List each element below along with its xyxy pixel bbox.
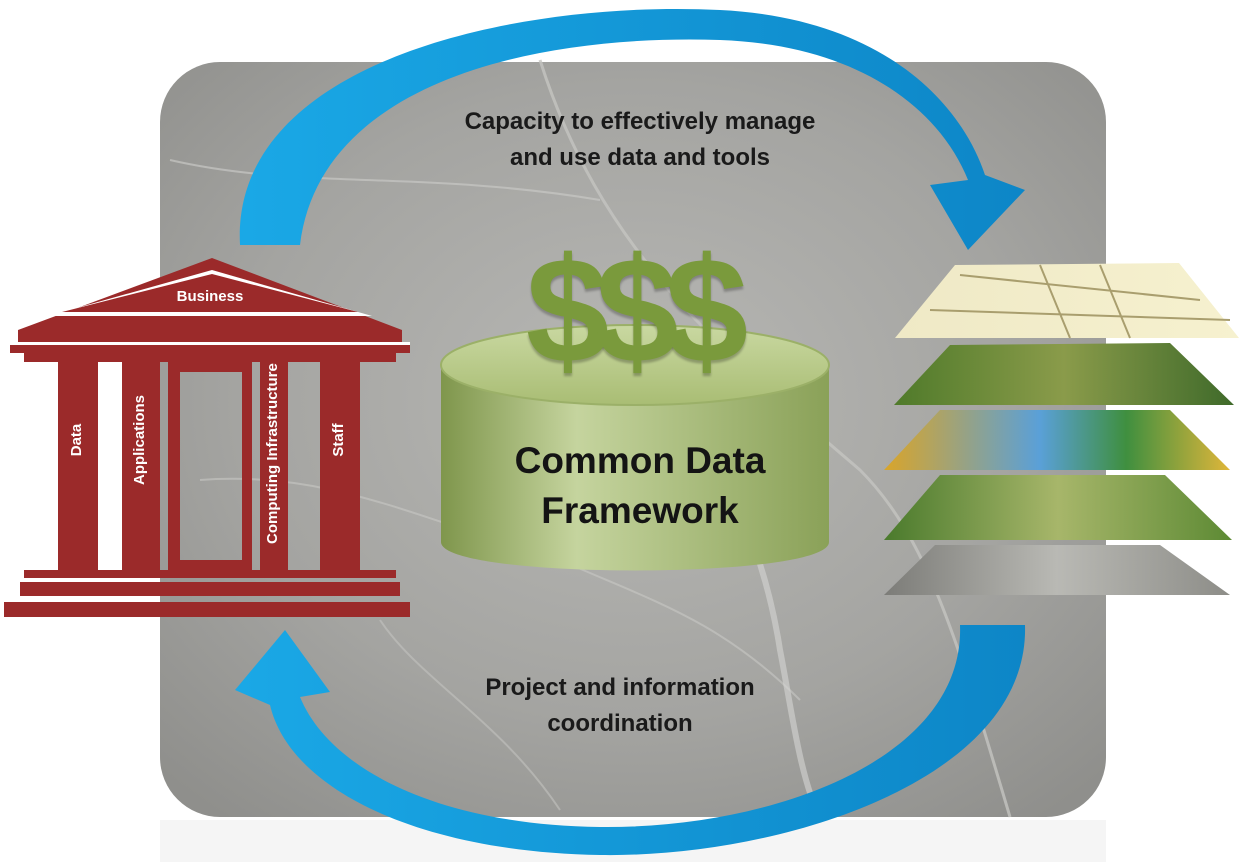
map-layer-vegetation (884, 475, 1232, 540)
pillar-label-applications: Applications (131, 395, 148, 486)
bottom-cycle-arrow (235, 625, 1026, 856)
dollar-symbols: $$$ (525, 226, 748, 394)
pillar-label-computing-infrastructure: Computing Infrastructure (264, 363, 281, 544)
temple-icon (4, 258, 410, 617)
top-caption: Capacity to effectively manage and use d… (464, 108, 816, 171)
database-cylinder-icon (440, 324, 830, 571)
gis-layers-icon (884, 263, 1239, 595)
map-layer-roads (895, 263, 1239, 338)
temple-pediment-label: Business (176, 288, 244, 305)
pillar-label-staff: Staff (330, 423, 347, 457)
pillar-label-data: Data (68, 423, 85, 457)
database-label: Common Data Framework (514, 440, 766, 531)
top-cycle-arrow (239, 8, 1025, 250)
map-layer-elevation (884, 410, 1230, 470)
bottom-caption: Project and information coordination (485, 674, 755, 737)
map-layer-landcover (894, 343, 1234, 405)
map-layer-imagery (884, 545, 1230, 595)
